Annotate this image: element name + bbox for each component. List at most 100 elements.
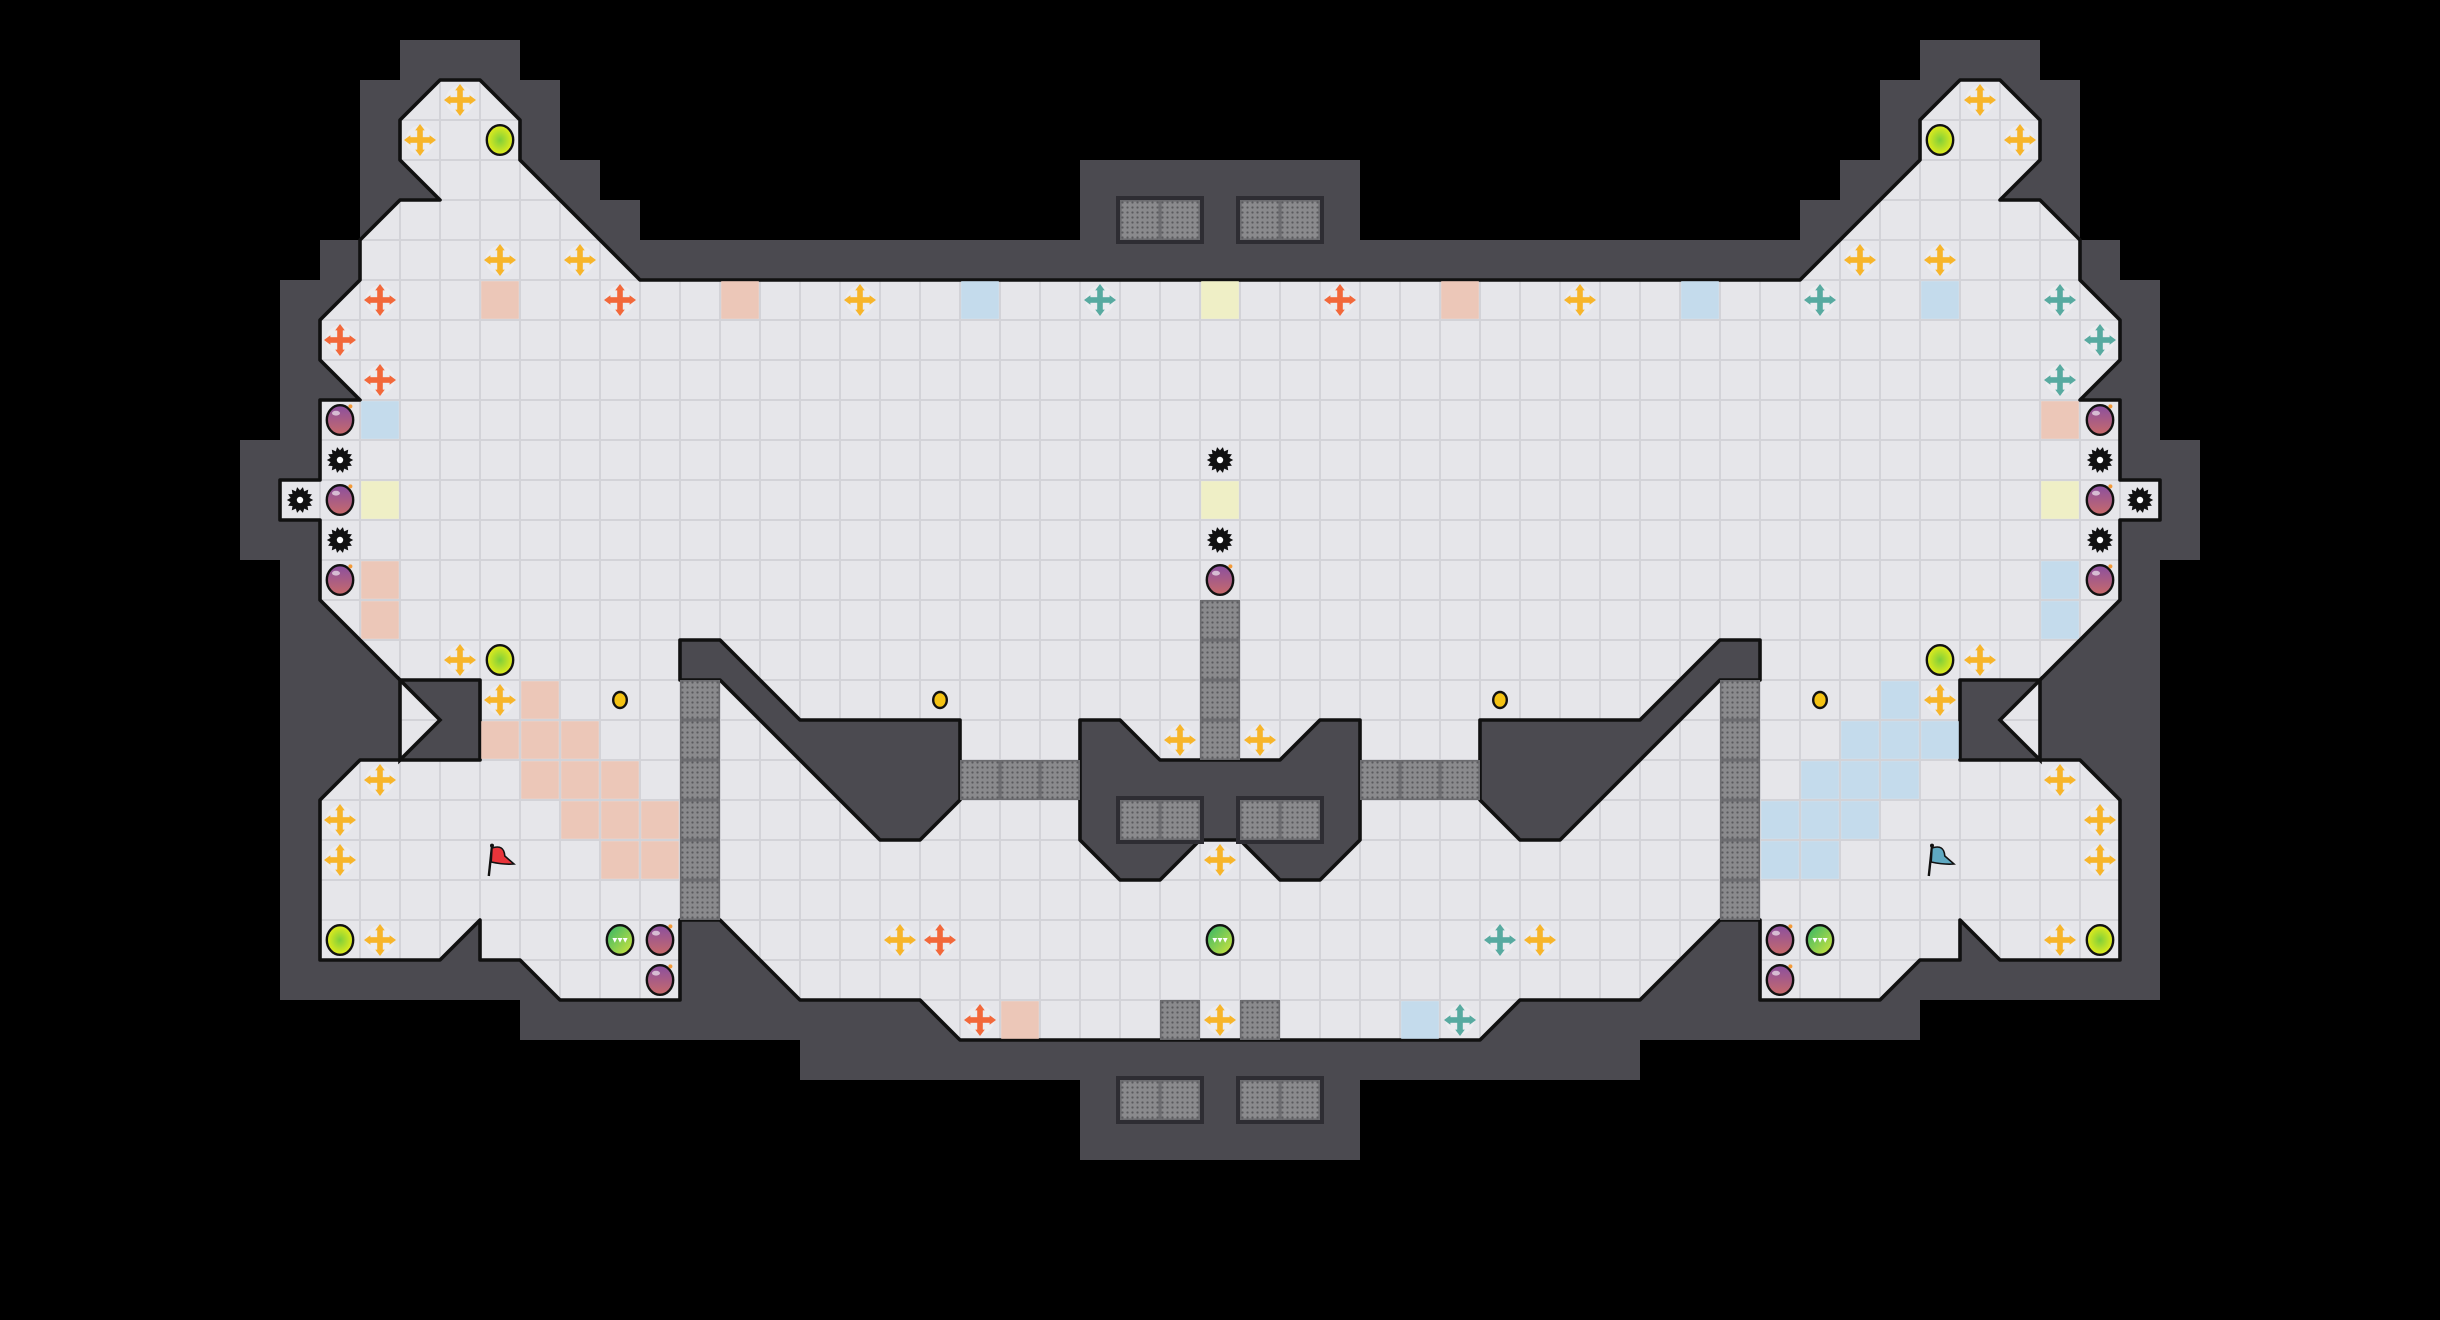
red-team-tile — [561, 801, 599, 839]
boost-icon — [564, 244, 596, 276]
boost-icon — [444, 84, 476, 116]
blue-team-tile — [1761, 801, 1799, 839]
yellow-tile — [1201, 481, 1239, 519]
powerup-icon — [1205, 923, 1235, 957]
boost-icon — [844, 284, 876, 316]
gate-tile — [1280, 800, 1321, 841]
red-team-tile — [2041, 401, 2079, 439]
blue-team-tile — [1841, 761, 1879, 799]
blue-boost-icon — [1484, 924, 1516, 956]
gate-tile — [1120, 1080, 1161, 1121]
green-ball-icon — [325, 923, 355, 957]
boost-icon — [1844, 244, 1876, 276]
arena-floor — [278, 78, 2162, 1042]
red-team-tile — [641, 841, 679, 879]
blue-team-tile — [361, 401, 399, 439]
blue-team-tile — [1881, 721, 1919, 759]
gate-tile — [1280, 1080, 1321, 1121]
bomb-icon — [2085, 403, 2115, 437]
mini-ball-icon — [931, 690, 949, 710]
spike-icon — [326, 527, 354, 553]
gate-tile — [1160, 1080, 1201, 1121]
spike-icon — [286, 487, 314, 513]
boost-icon — [1964, 84, 1996, 116]
gate-tile — [680, 680, 721, 721]
gate-tile — [1720, 840, 1761, 881]
gate-tile — [1160, 1000, 1201, 1041]
red-team-tile — [521, 681, 559, 719]
blue-team-tile — [1841, 801, 1879, 839]
gate-tile — [1720, 880, 1761, 921]
spike-icon — [326, 447, 354, 473]
mini-ball-icon — [1811, 690, 1829, 710]
yellow-tile — [2041, 481, 2079, 519]
green-ball-icon — [485, 643, 515, 677]
yellow-tile — [361, 481, 399, 519]
gate-tile — [1200, 720, 1241, 761]
red-team-tile — [361, 601, 399, 639]
boost-icon — [1204, 1004, 1236, 1036]
green-ball-icon — [1925, 643, 1955, 677]
blue-boost-icon — [2044, 364, 2076, 396]
gate-tile — [1200, 640, 1241, 681]
red-team-tile — [521, 721, 559, 759]
spike-icon — [1206, 527, 1234, 553]
red-boost-icon — [964, 1004, 996, 1036]
spike-icon — [1206, 447, 1234, 473]
boost-icon — [404, 124, 436, 156]
blue-team-tile — [1681, 281, 1719, 319]
bomb-icon — [2085, 483, 2115, 517]
green-ball-icon — [1925, 123, 1955, 157]
gate-tile — [1120, 199, 1161, 240]
boost-icon — [2044, 764, 2076, 796]
bomb-icon — [325, 483, 355, 517]
blue-flag-icon — [1927, 843, 1956, 877]
bomb-icon — [1205, 563, 1235, 597]
red-team-tile — [481, 281, 519, 319]
red-boost-icon — [924, 924, 956, 956]
gate-tile — [1160, 199, 1201, 240]
red-team-tile — [481, 721, 519, 759]
floor-notch-right — [1997, 675, 2042, 765]
blue-boost-icon — [2084, 324, 2116, 356]
mini-ball-icon — [1491, 690, 1509, 710]
gate-tile — [1200, 600, 1241, 641]
gate-tile — [1720, 800, 1761, 841]
green-ball-icon — [2085, 923, 2115, 957]
boost-icon — [1244, 724, 1276, 756]
floor-layer — [278, 78, 2162, 1042]
blue-team-tile — [1761, 841, 1799, 879]
boost-icon — [364, 764, 396, 796]
boost-icon — [2004, 124, 2036, 156]
boost-icon — [324, 804, 356, 836]
blue-team-tile — [1881, 761, 1919, 799]
blue-boost-icon — [1804, 284, 1836, 316]
red-team-tile — [521, 761, 559, 799]
red-boost-icon — [604, 284, 636, 316]
spike-icon — [2086, 527, 2114, 553]
boost-icon — [1204, 844, 1236, 876]
gate-tile — [1000, 760, 1041, 801]
gate-tile — [1240, 1000, 1281, 1041]
gate-tile — [1400, 760, 1441, 801]
bomb-icon — [645, 963, 675, 997]
blue-boost-icon — [2044, 284, 2076, 316]
items-layer — [286, 84, 2154, 1121]
boost-icon — [324, 844, 356, 876]
blue-boost-icon — [1444, 1004, 1476, 1036]
red-team-tile — [1441, 281, 1479, 319]
spike-icon — [2126, 487, 2154, 513]
gate-tile — [680, 800, 721, 841]
gate-tile — [680, 720, 721, 761]
boost-icon — [1924, 244, 1956, 276]
bomb-icon — [1765, 963, 1795, 997]
red-team-tile — [641, 801, 679, 839]
gate-tile — [1440, 760, 1481, 801]
boost-icon — [884, 924, 916, 956]
bomb-icon — [325, 403, 355, 437]
blue-team-tile — [1921, 281, 1959, 319]
bomb-icon — [2085, 563, 2115, 597]
yellow-tile — [1201, 281, 1239, 319]
boost-icon — [1564, 284, 1596, 316]
powerup-icon — [1805, 923, 1835, 957]
